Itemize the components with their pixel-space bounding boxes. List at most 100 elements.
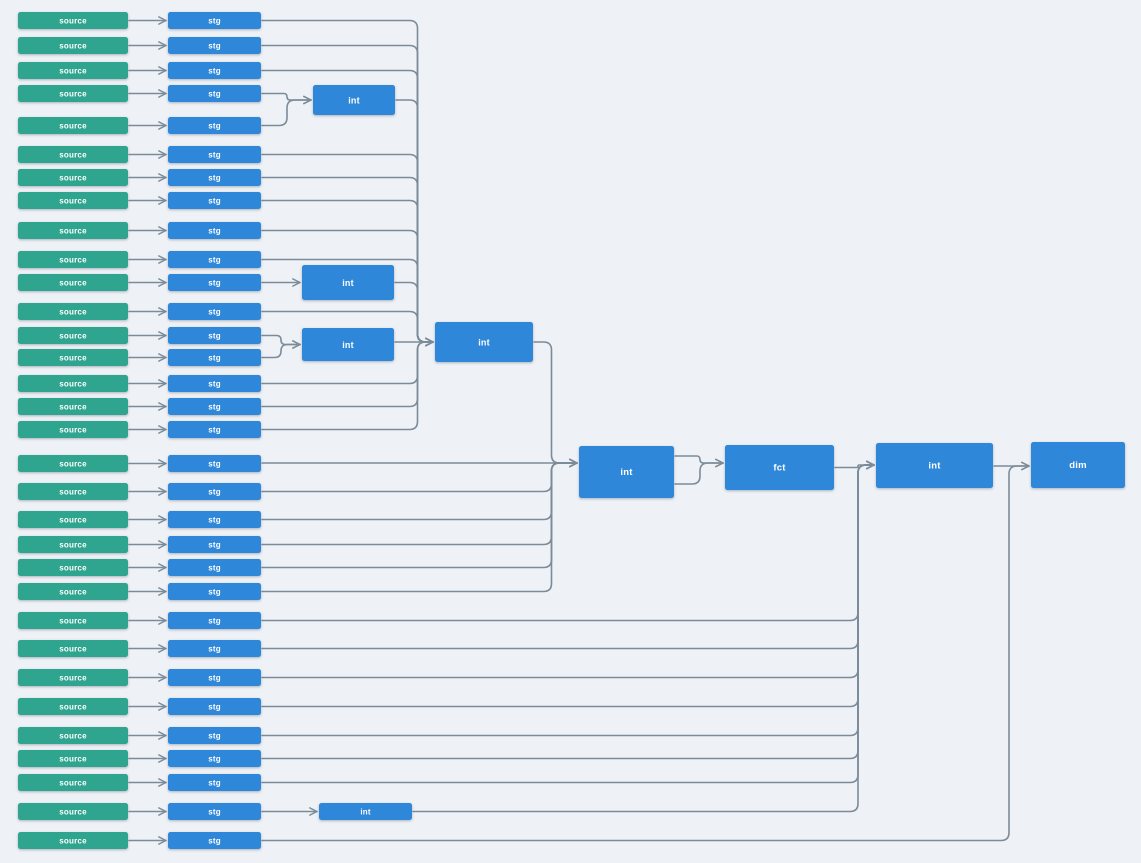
node-source[interactable]: source: [18, 146, 128, 163]
node-source[interactable]: source: [18, 669, 128, 686]
node-source-box[interactable]: [18, 169, 128, 186]
node-stg[interactable]: stg: [168, 727, 261, 744]
node-int[interactable]: int: [435, 322, 533, 362]
node-int-box[interactable]: [579, 446, 674, 498]
node-stg[interactable]: stg: [168, 398, 261, 415]
node-source[interactable]: source: [18, 274, 128, 291]
node-stg-box[interactable]: [168, 727, 261, 744]
node-source[interactable]: source: [18, 750, 128, 767]
node-stg[interactable]: stg: [168, 375, 261, 392]
node-int-box[interactable]: [319, 803, 412, 820]
node-source[interactable]: source: [18, 327, 128, 344]
node-source-box[interactable]: [18, 727, 128, 744]
node-source[interactable]: source: [18, 727, 128, 744]
node-stg-box[interactable]: [168, 774, 261, 791]
node-source[interactable]: source: [18, 62, 128, 79]
node-fct[interactable]: fct: [725, 445, 834, 490]
node-dim-box[interactable]: [1031, 442, 1125, 488]
node-fct-box[interactable]: [725, 445, 834, 490]
node-int-box[interactable]: [302, 265, 394, 300]
node-stg[interactable]: stg: [168, 251, 261, 268]
node-stg[interactable]: stg: [168, 583, 261, 600]
node-source[interactable]: source: [18, 251, 128, 268]
node-stg[interactable]: stg: [168, 803, 261, 820]
node-source-box[interactable]: [18, 511, 128, 528]
node-int-box[interactable]: [876, 443, 993, 488]
node-stg[interactable]: stg: [168, 327, 261, 344]
node-source-box[interactable]: [18, 62, 128, 79]
node-stg-box[interactable]: [168, 559, 261, 576]
node-stg-box[interactable]: [168, 222, 261, 239]
node-stg[interactable]: stg: [168, 640, 261, 657]
node-source[interactable]: source: [18, 421, 128, 438]
node-stg[interactable]: stg: [168, 612, 261, 629]
node-stg[interactable]: stg: [168, 774, 261, 791]
node-stg-box[interactable]: [168, 117, 261, 134]
node-source[interactable]: source: [18, 832, 128, 849]
node-source-box[interactable]: [18, 327, 128, 344]
node-int[interactable]: int: [579, 446, 674, 498]
node-stg-box[interactable]: [168, 251, 261, 268]
node-source-box[interactable]: [18, 455, 128, 472]
node-stg-box[interactable]: [168, 62, 261, 79]
node-stg-box[interactable]: [168, 169, 261, 186]
node-source[interactable]: source: [18, 803, 128, 820]
node-source[interactable]: source: [18, 483, 128, 500]
node-source[interactable]: source: [18, 583, 128, 600]
node-stg[interactable]: stg: [168, 169, 261, 186]
node-int-box[interactable]: [313, 85, 395, 115]
node-int[interactable]: int: [876, 443, 993, 488]
node-stg[interactable]: stg: [168, 455, 261, 472]
node-stg-box[interactable]: [168, 274, 261, 291]
node-source[interactable]: source: [18, 774, 128, 791]
node-stg[interactable]: stg: [168, 117, 261, 134]
node-stg[interactable]: stg: [168, 12, 261, 29]
node-stg-box[interactable]: [168, 536, 261, 553]
node-stg-box[interactable]: [168, 12, 261, 29]
node-stg[interactable]: stg: [168, 62, 261, 79]
node-source-box[interactable]: [18, 146, 128, 163]
node-source[interactable]: source: [18, 303, 128, 320]
node-stg-box[interactable]: [168, 37, 261, 54]
node-stg[interactable]: stg: [168, 222, 261, 239]
node-stg[interactable]: stg: [168, 511, 261, 528]
node-stg[interactable]: stg: [168, 669, 261, 686]
node-source-box[interactable]: [18, 698, 128, 715]
node-source-box[interactable]: [18, 398, 128, 415]
node-stg[interactable]: stg: [168, 750, 261, 767]
node-stg-box[interactable]: [168, 85, 261, 102]
node-stg-box[interactable]: [168, 398, 261, 415]
node-stg[interactable]: stg: [168, 85, 261, 102]
node-stg-box[interactable]: [168, 375, 261, 392]
node-source-box[interactable]: [18, 251, 128, 268]
node-source[interactable]: source: [18, 37, 128, 54]
node-stg-box[interactable]: [168, 483, 261, 500]
node-source-box[interactable]: [18, 274, 128, 291]
node-source-box[interactable]: [18, 421, 128, 438]
node-stg[interactable]: stg: [168, 349, 261, 366]
node-source-box[interactable]: [18, 612, 128, 629]
node-stg[interactable]: stg: [168, 421, 261, 438]
node-stg[interactable]: stg: [168, 483, 261, 500]
node-stg[interactable]: stg: [168, 37, 261, 54]
node-source-box[interactable]: [18, 303, 128, 320]
node-stg-box[interactable]: [168, 146, 261, 163]
node-int[interactable]: int: [313, 85, 395, 115]
node-stg[interactable]: stg: [168, 274, 261, 291]
node-int-box[interactable]: [435, 322, 533, 362]
node-source-box[interactable]: [18, 803, 128, 820]
node-source-box[interactable]: [18, 669, 128, 686]
node-source[interactable]: source: [18, 640, 128, 657]
node-stg-box[interactable]: [168, 192, 261, 209]
node-source-box[interactable]: [18, 583, 128, 600]
node-source[interactable]: source: [18, 698, 128, 715]
node-source-box[interactable]: [18, 12, 128, 29]
node-stg-box[interactable]: [168, 303, 261, 320]
node-stg[interactable]: stg: [168, 303, 261, 320]
node-stg-box[interactable]: [168, 511, 261, 528]
node-source[interactable]: source: [18, 349, 128, 366]
node-stg[interactable]: stg: [168, 559, 261, 576]
node-source[interactable]: source: [18, 192, 128, 209]
node-stg-box[interactable]: [168, 421, 261, 438]
